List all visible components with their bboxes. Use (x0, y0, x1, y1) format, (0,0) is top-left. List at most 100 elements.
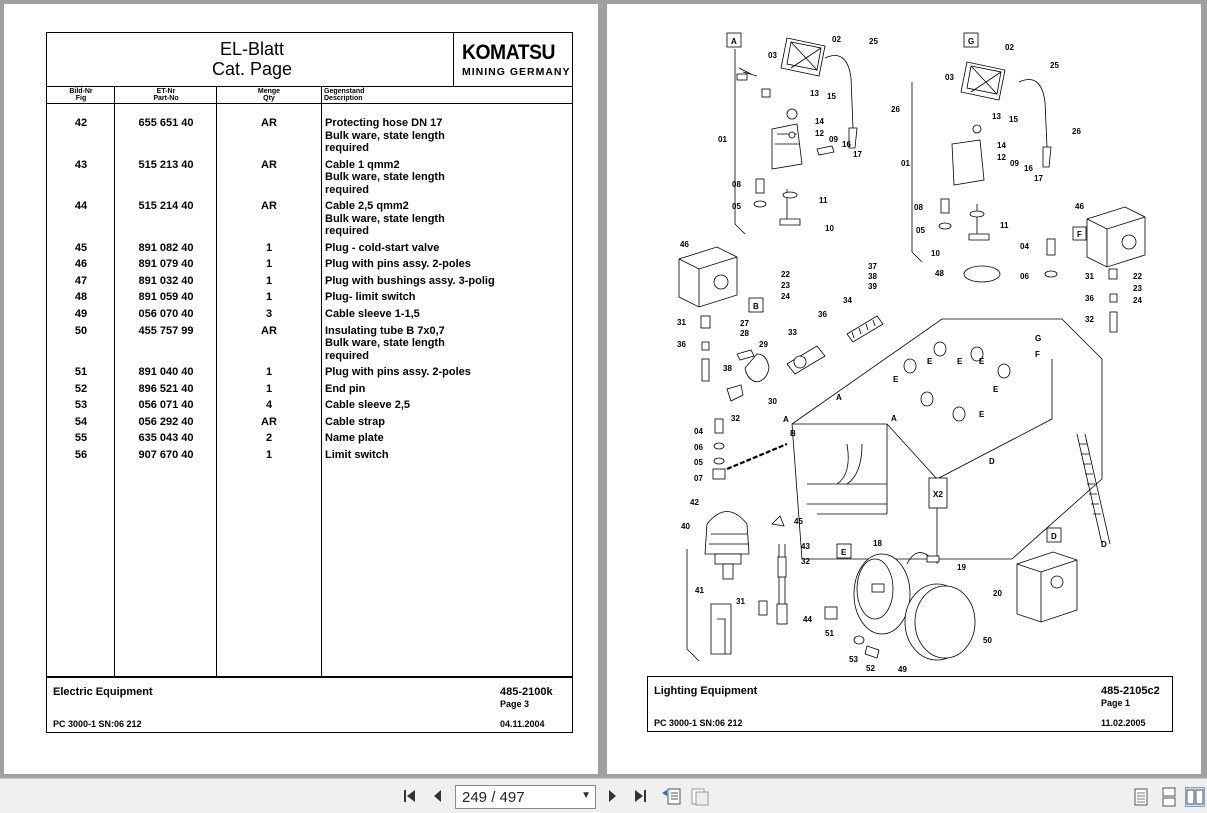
label-18: 18 (873, 539, 882, 548)
description-line: Bulk ware, state length (325, 212, 445, 225)
label-08b: 08 (914, 203, 923, 212)
row-part-no: 515 213 40 (138, 158, 194, 171)
label-46b: 46 (1075, 202, 1084, 211)
row-description: Name plate (325, 432, 565, 445)
socket-assembly-b: 46 22 23 24 B 31 36 27 28 29 38 30 32 (677, 240, 884, 423)
row-fig: 49 (74, 307, 88, 320)
label-b2: B (790, 429, 796, 438)
label-e6: E (979, 410, 985, 419)
col-fig-de: Bild-Nr (69, 88, 93, 95)
label-31b: 31 (1085, 272, 1094, 281)
description-line: required (325, 142, 370, 154)
description-line: Plug - cold-start valve (325, 241, 440, 254)
label-17b: 17 (1034, 174, 1043, 183)
continuous-view-button[interactable] (1159, 787, 1179, 807)
row-qty: 1 (265, 449, 273, 461)
label-11: 11 (819, 196, 828, 205)
go-back-button[interactable] (660, 787, 681, 807)
label-14b: 14 (997, 141, 1006, 150)
row-qty: 4 (265, 399, 273, 412)
single-page-view-button[interactable] (1131, 787, 1151, 807)
page-number-select[interactable]: 249 / 497 ▼ (455, 785, 596, 809)
row-part-no: 455 757 99 (138, 324, 194, 337)
description-line: Name plate (325, 432, 384, 445)
label-36: 36 (677, 340, 686, 349)
label-03b: 03 (945, 73, 954, 82)
label-22b: 22 (1133, 272, 1142, 281)
col-qty: Menge Qty (217, 88, 321, 102)
row-fig: 54 (74, 415, 88, 428)
label-04: 04 (1020, 242, 1029, 251)
label-36b: 36 (1085, 294, 1094, 303)
row-description: Cable sleeve 1-1,5 (325, 308, 565, 321)
last-page-button[interactable] (630, 787, 650, 807)
light-assembly-g: G 02 25 03 13 15 26 (901, 32, 1081, 283)
facing-pages-view-button[interactable] (1185, 787, 1205, 807)
left-page: EL-Blatt Cat. Page KOMATSU MINING GERMAN… (4, 4, 598, 774)
row-qty: AR (261, 324, 277, 337)
description-line: Plug with pins assy. 2-poles (325, 366, 471, 378)
label-10: 10 (825, 224, 834, 233)
description-line: Cable sleeve 1-1,5 (325, 307, 420, 320)
col-part-de: ET-Nr (156, 88, 176, 95)
label-40: 40 (681, 522, 690, 531)
footer-page: Page 1 (1101, 698, 1131, 708)
label-44: 44 (803, 615, 812, 624)
footer-model: PC 3000-1 SN:06 212 (654, 718, 743, 728)
label-09b: 09 (1010, 159, 1019, 168)
label-29: 29 (759, 340, 768, 349)
label-view-g: G (968, 37, 974, 46)
label-04b: 04 (694, 427, 703, 436)
label-32b: 32 (1085, 315, 1094, 324)
col-desc-en: Description (324, 95, 363, 102)
label-d3: D (1101, 540, 1107, 549)
socket-assembly-f: F 46 31 36 32 22 23 24 (1072, 202, 1146, 333)
label-32c: 32 (801, 557, 810, 566)
komatsu-logo: KOMATSU MINING GERMANY (453, 33, 574, 86)
row-part-no: 635 043 40 (138, 432, 194, 445)
label-46: 46 (680, 240, 689, 249)
label-19: 19 (957, 563, 966, 572)
footer-title: Lighting Equipment (654, 685, 758, 697)
header-subtitle: Cat. Page (211, 59, 293, 79)
go-forward-button[interactable] (690, 787, 710, 807)
label-16: 16 (842, 140, 851, 149)
description-line: Cable strap (325, 415, 385, 428)
label-30: 30 (768, 397, 777, 406)
label-42: 42 (690, 498, 699, 507)
row-qty: 1 (265, 291, 273, 304)
row-description: End pin (325, 383, 565, 396)
row-qty: AR (261, 158, 277, 171)
description-line: Bulk ware, state length (325, 171, 445, 183)
label-22: 22 (781, 270, 790, 279)
row-qty: AR (261, 117, 277, 129)
description-line: required (325, 183, 370, 196)
viewer-toolbar: 249 / 497 ▼ (0, 778, 1207, 813)
label-26: 26 (891, 105, 900, 114)
row-part-no: 891 040 40 (138, 366, 194, 378)
label-15: 15 (827, 92, 836, 101)
row-part-no: 896 521 40 (138, 382, 194, 395)
label-a3: A (836, 393, 842, 402)
row-description: Plug - cold-start valve (325, 242, 565, 255)
row-fig: 51 (74, 366, 88, 378)
description-line: Plug- limit switch (325, 291, 416, 304)
first-page-button[interactable] (400, 787, 420, 807)
label-06b: 06 (694, 443, 703, 452)
label-e5: E (893, 375, 899, 384)
row-description: Plug with pins assy. 2-poles (325, 366, 565, 379)
label-48: 48 (935, 269, 944, 278)
label-06: 06 (1020, 272, 1029, 281)
row-description: Limit switch (325, 449, 565, 462)
lighting-diagram: A 03 02 25 13 (677, 32, 1146, 674)
next-page-button[interactable] (602, 787, 622, 807)
col-qty-en: Qty (263, 95, 275, 102)
label-27: 27 (740, 319, 749, 328)
footer-code: 485-2105c2 (1101, 685, 1160, 697)
previous-page-button[interactable] (428, 787, 448, 807)
label-03: 03 (768, 51, 777, 60)
col-desc: Gegenstand Description (324, 88, 524, 102)
